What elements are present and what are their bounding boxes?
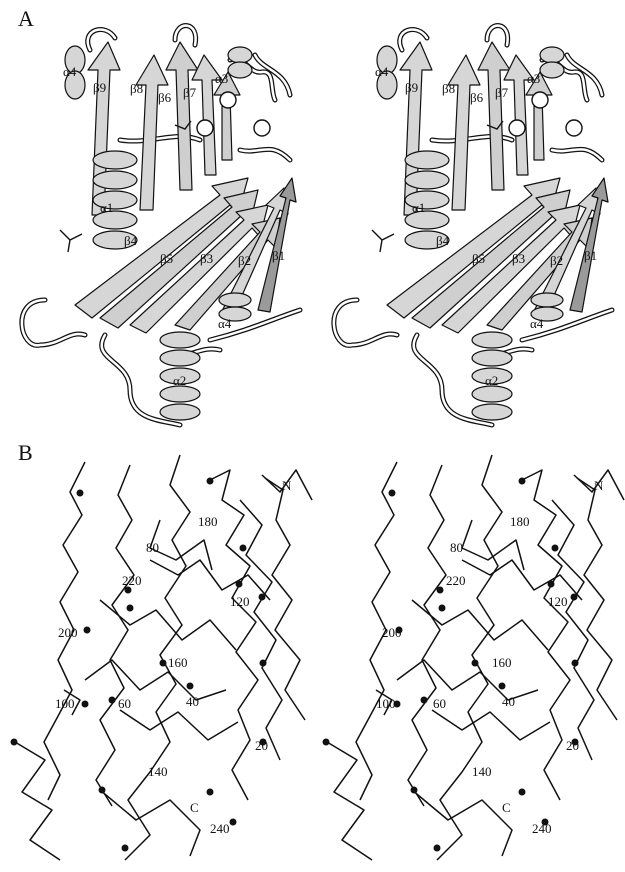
residue-label: 100 (55, 696, 75, 711)
sse-label: β5 (160, 251, 173, 266)
trace-right-eye (323, 455, 625, 860)
sse-label: α4 (218, 316, 232, 331)
sse-label: β7 (183, 85, 197, 100)
residue-label: 60 (433, 696, 446, 711)
panel-a-ribbon-stereo: α4 β9 β8 β6 β7 α3 α1 β4 β5 β3 β2 β1 α4 α… (0, 0, 625, 440)
sse-label: α3 (215, 71, 228, 86)
residue-label: 100 (376, 696, 396, 711)
residue-label: 120 (230, 594, 250, 609)
terminus-label: C (190, 800, 199, 815)
sse-label: β6 (158, 90, 172, 105)
residue-label: 200 (58, 625, 78, 640)
sse-label: α4 (530, 316, 544, 331)
residue-label: 240 (210, 821, 230, 836)
trace-left-eye (11, 455, 313, 860)
ribbon-right-eye (334, 26, 612, 425)
residue-label: 120 (548, 594, 568, 609)
sse-label: α4 (63, 64, 77, 79)
residue-label: 140 (148, 764, 168, 779)
residue-label: 160 (168, 655, 188, 670)
terminus-label: N (282, 478, 292, 493)
residue-label: 40 (502, 694, 515, 709)
sse-label: β9 (93, 80, 106, 95)
sse-label: β5 (472, 251, 485, 266)
sse-label: β8 (442, 81, 455, 96)
sse-label: β4 (124, 233, 138, 248)
sse-label: β8 (130, 81, 143, 96)
sse-label: β1 (584, 248, 597, 263)
residue-label: 40 (186, 694, 199, 709)
sse-label: β6 (470, 90, 484, 105)
residue-label: 220 (122, 573, 142, 588)
residue-label: 20 (255, 738, 268, 753)
sse-label: α1 (100, 200, 113, 215)
sse-label: β2 (238, 253, 251, 268)
sse-label: α1 (412, 200, 425, 215)
residue-label: 60 (118, 696, 131, 711)
residue-label: 200 (382, 625, 402, 640)
residue-label: 80 (146, 540, 159, 555)
residue-label: 180 (510, 514, 530, 529)
ribbon-left-eye (22, 26, 300, 425)
panel-b-letter: B (18, 440, 33, 466)
sse-label: β1 (272, 248, 285, 263)
sse-label: β3 (200, 251, 213, 266)
sse-label: β4 (436, 233, 450, 248)
sse-label: α3 (527, 71, 540, 86)
residue-label: 220 (446, 573, 466, 588)
residue-label: 180 (198, 514, 218, 529)
sse-label: β9 (405, 80, 418, 95)
residue-label: 20 (566, 738, 579, 753)
sse-label: β7 (495, 85, 509, 100)
sse-label: α2 (173, 373, 186, 388)
sse-label: α2 (485, 373, 498, 388)
terminus-label: C (502, 800, 511, 815)
residue-label: 160 (492, 655, 512, 670)
terminus-label: N (594, 478, 604, 493)
sse-label: β3 (512, 251, 525, 266)
sse-label: α4 (375, 64, 389, 79)
residue-label: 80 (450, 540, 463, 555)
residue-label: 240 (532, 821, 552, 836)
residue-label: 140 (472, 764, 492, 779)
sse-label: β2 (550, 253, 563, 268)
